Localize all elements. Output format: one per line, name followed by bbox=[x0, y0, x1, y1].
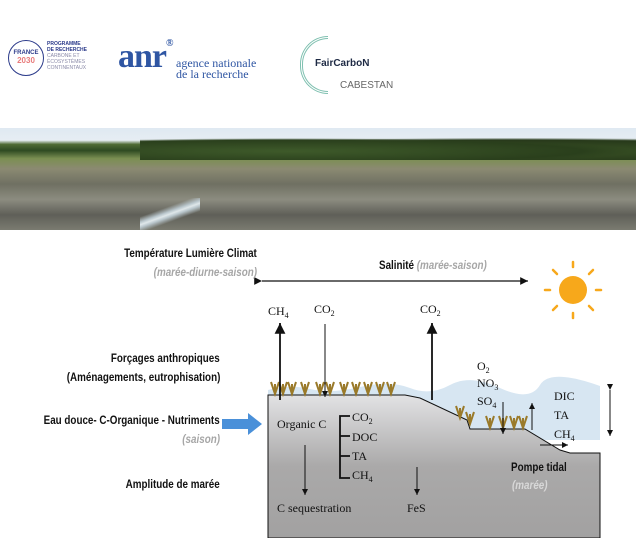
product-label: CH4 bbox=[352, 468, 373, 484]
water-solute-label: CH4 bbox=[554, 427, 575, 443]
tidal-pump-label: Pompe tidal bbox=[511, 460, 567, 474]
salinity-sub-text: (marée-saison) bbox=[416, 258, 487, 272]
marsh-grass bbox=[270, 381, 528, 432]
tidal-pump-sub-label: (marée) bbox=[512, 478, 548, 492]
co2-label: CO2 bbox=[420, 302, 441, 318]
temperature-label: Température Lumière Climat bbox=[124, 246, 257, 260]
logo-text: agence nationale bbox=[176, 56, 257, 70]
anr-name: agence nationale de la recherche bbox=[176, 56, 257, 81]
logo-text: CARBONE ET bbox=[47, 53, 80, 59]
forcages-label: Forçages anthropiques bbox=[111, 351, 220, 365]
grass-tuft bbox=[485, 415, 495, 432]
grass-tuft bbox=[300, 381, 310, 398]
co2-label: CO2 bbox=[314, 302, 335, 318]
anr-logo: anr® bbox=[118, 38, 174, 76]
freshwater-input-arrow bbox=[222, 413, 262, 435]
o2-label: O2 bbox=[477, 359, 490, 375]
water-solute-label: TA bbox=[554, 408, 569, 422]
product-label: DOC bbox=[352, 430, 377, 444]
sun-icon bbox=[543, 260, 603, 320]
products-bracket bbox=[339, 415, 350, 479]
freshwater-sub-label: (saison) bbox=[182, 432, 220, 446]
forcages-sub-label: (Aménagements, eutrophisation) bbox=[66, 370, 220, 384]
grass-tuft bbox=[465, 411, 475, 428]
project-name: CABESTAN bbox=[340, 80, 394, 91]
logo-text: ÉCOSYSTÈMES bbox=[47, 59, 86, 65]
faircarbon-name: FairCarboN bbox=[315, 58, 370, 69]
grass-tuft bbox=[287, 381, 297, 398]
grass-tuft bbox=[270, 381, 280, 398]
logo-text: DE RECHERCHE bbox=[47, 47, 88, 53]
organic-c-label: Organic C bbox=[277, 417, 326, 431]
registered-mark: ® bbox=[166, 38, 174, 49]
logo-text: 2030 bbox=[17, 56, 35, 65]
salinity-label: Salinité (marée-saison) bbox=[379, 258, 487, 272]
programme-text: PROGRAMME DE RECHERCHE CARBONE ET ÉCOSYS… bbox=[47, 41, 87, 71]
logo-text: PROGRAMME bbox=[47, 41, 81, 47]
logo-text: de la recherche bbox=[176, 67, 249, 81]
product-label: CO2 bbox=[352, 410, 373, 426]
salinity-text: Salinité bbox=[379, 258, 415, 272]
sediment-layer bbox=[267, 394, 601, 538]
temperature-sub-label: (marée-diurne-saison) bbox=[153, 265, 257, 279]
grass-tuft bbox=[455, 405, 465, 422]
sequestration-label: C sequestration bbox=[277, 501, 351, 515]
fes-label: FeS bbox=[407, 501, 426, 515]
anr-mark: anr bbox=[118, 38, 167, 75]
freshwater-label: Eau douce- C-Organique - Nutriments bbox=[43, 413, 220, 427]
grass-tuft bbox=[509, 415, 519, 432]
salt-marsh-photo bbox=[0, 128, 636, 230]
grass-tuft bbox=[375, 381, 385, 398]
no3-label: NO3 bbox=[477, 376, 498, 392]
grass-tuft bbox=[339, 381, 349, 398]
ch4-label: CH4 bbox=[268, 304, 289, 320]
water-solute-label: DIC bbox=[554, 389, 575, 403]
grass-tuft bbox=[315, 381, 325, 398]
grass-tuft bbox=[518, 415, 528, 432]
logo-text: CONTINENTAUX bbox=[47, 65, 87, 71]
grass-tuft bbox=[363, 381, 373, 398]
logo-text: FRANCE bbox=[13, 50, 39, 56]
product-label: TA bbox=[352, 449, 367, 463]
grass-tuft bbox=[386, 381, 396, 398]
france2030-logo: FRANCE 2030 bbox=[8, 40, 44, 76]
grass-tuft bbox=[351, 381, 361, 398]
grass-tuft bbox=[325, 381, 335, 398]
tide-amplitude-label: Amplitude de marée bbox=[125, 477, 220, 491]
so4-label: SO4 bbox=[477, 394, 496, 410]
